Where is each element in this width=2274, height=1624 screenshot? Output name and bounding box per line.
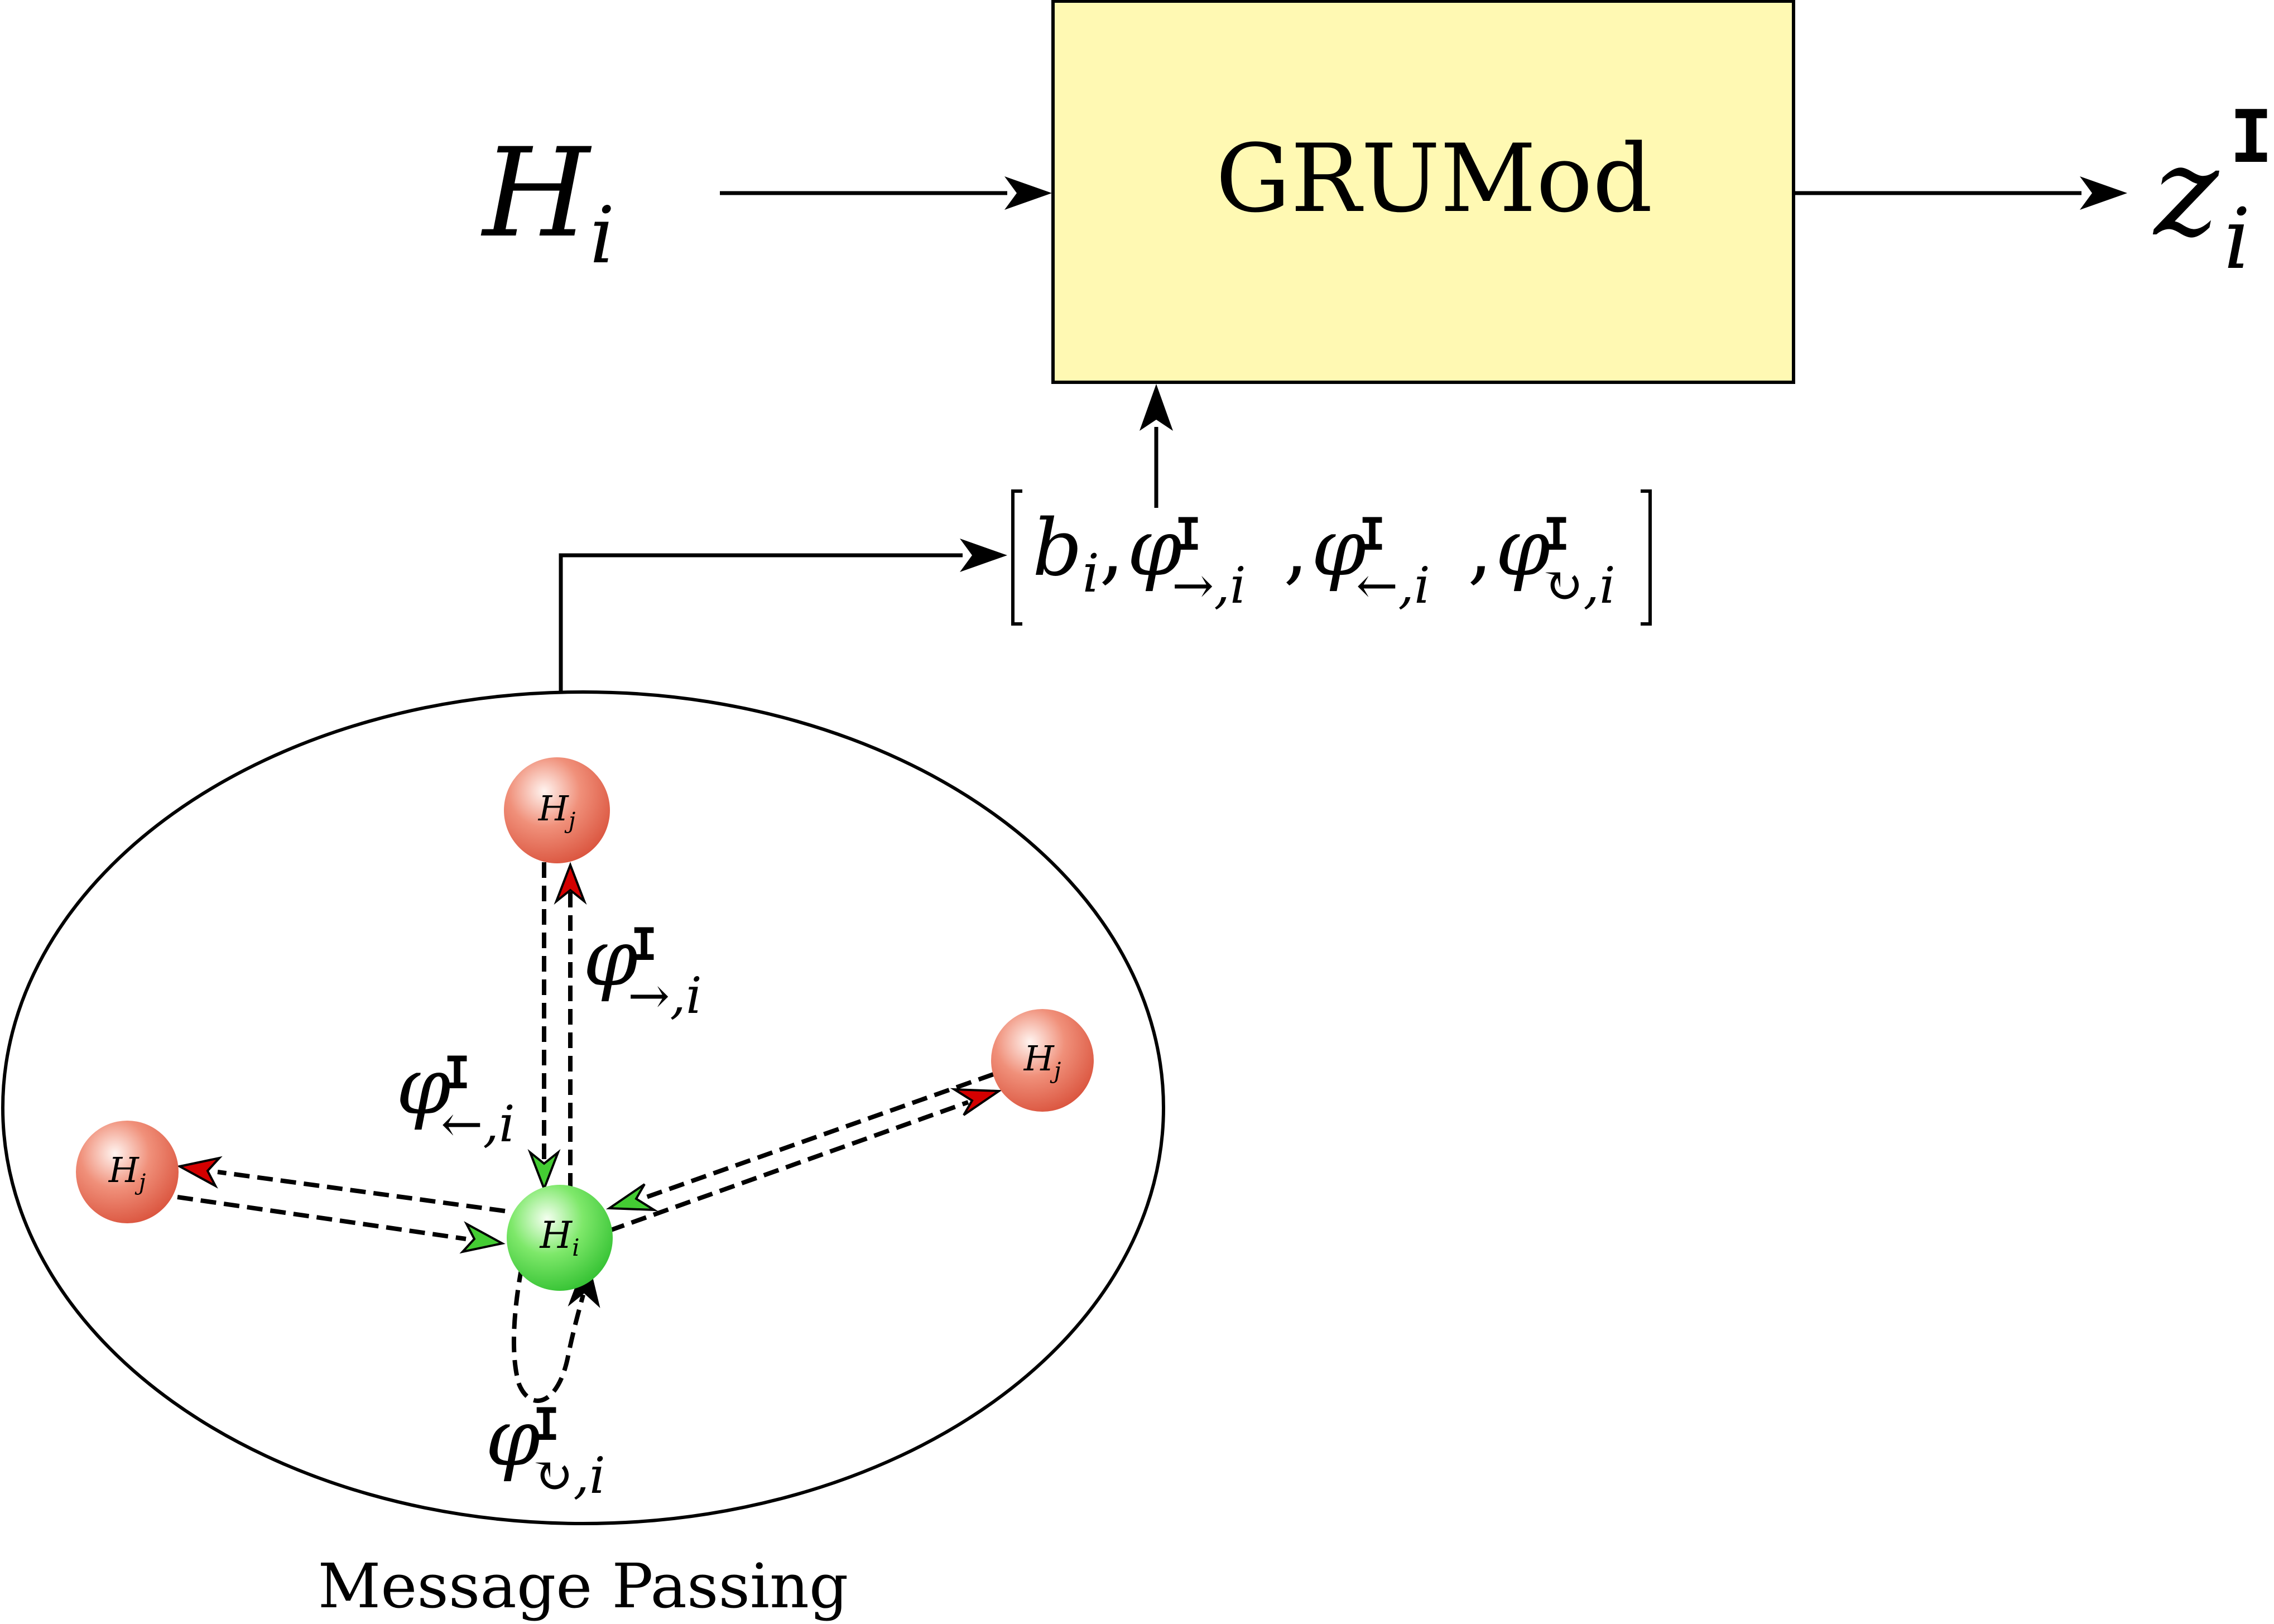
feature-term-phi-out: φ (1127, 503, 1182, 594)
svg-text:Hj: Hj (538, 788, 575, 834)
output-superscript: I (2229, 94, 2273, 179)
arrowhead-top-incoming (527, 1149, 561, 1192)
feature-term-phi-in: φ (1311, 503, 1366, 594)
feature-term-phi-in-sup: I (1359, 508, 1386, 560)
message-passing-region (1, 690, 1165, 1525)
input-symbol: Hi (480, 122, 615, 281)
label-self-message: φ I ↻,i (485, 1393, 605, 1505)
svg-text:↻,i: ↻,i (531, 1447, 605, 1505)
arrowhead-top-outgoing (554, 862, 587, 905)
svg-text:φ: φ (583, 913, 638, 1004)
label-incoming-message: φ I ←,i (396, 1041, 515, 1154)
feature-term-phi-out-sub: →,i (1172, 556, 1246, 615)
edge-right-incoming (641, 1072, 994, 1201)
feature-term-phi-self-sub: ↻,i (1541, 556, 1616, 615)
grumod-label: GRUMod (1216, 124, 1653, 233)
feature-term-phi-self: φ (1496, 503, 1550, 594)
feature-term-phi-in-sub: ←,i (1356, 556, 1430, 615)
svg-text:←,i: ←,i (441, 1095, 515, 1154)
feature-bracket-open (1011, 489, 1022, 626)
svg-text:I: I (533, 1399, 560, 1450)
output-symbol: z (2152, 121, 2219, 263)
svg-text:I: I (631, 919, 657, 970)
edge-self-loop (511, 1266, 585, 1403)
input-arrow (720, 176, 1052, 210)
output-arrow (1794, 176, 2127, 210)
center-node: Hi (507, 1185, 613, 1291)
feature-sep-2: , (1468, 503, 1493, 594)
feature-sep-1: , (1283, 503, 1309, 594)
neighbor-node-top: Hj (504, 757, 610, 863)
arrowhead-right-incoming (605, 1183, 658, 1212)
grumod-block (1051, 0, 1795, 384)
neighbor-node-right: Hj (991, 1009, 1094, 1112)
message-passing-caption: Message Passing (318, 1550, 849, 1622)
feature-bracket-close (1641, 489, 1652, 626)
svg-text:Hj: Hj (108, 1150, 146, 1195)
svg-text:I: I (444, 1047, 470, 1099)
feature-term-phi-out-sup: I (1175, 508, 1201, 560)
message-to-feature-arrow (559, 539, 1007, 692)
neighbor-node-left: Hj (76, 1121, 179, 1223)
edge-left-outgoing (217, 1170, 506, 1213)
edge-right-outgoing (608, 1100, 969, 1233)
arrowhead-right-outgoing (950, 1088, 1003, 1116)
label-outgoing-message: φ I →,i (583, 913, 702, 1025)
arrowhead-left-incoming (459, 1221, 506, 1254)
svg-text:φ: φ (485, 1393, 540, 1484)
feature-to-block-arrow (1140, 384, 1173, 508)
svg-text:φ: φ (396, 1041, 451, 1132)
feature-term-phi-self-sup: I (1543, 508, 1570, 560)
feature-vector: bi, φ I →,i , φ I ←,i , φ I ↻,i (1011, 489, 1652, 626)
svg-text:Hj: Hj (1023, 1038, 1061, 1084)
edge-left-incoming (177, 1195, 467, 1241)
message-edges (177, 862, 994, 1403)
svg-text:Hi: Hi (540, 1214, 580, 1261)
arrowhead-left-outgoing (176, 1156, 223, 1189)
svg-text:→,i: →,i (628, 967, 702, 1025)
feature-term-b: bi, (1032, 503, 1124, 604)
output-subscript: i (2224, 191, 2251, 288)
arrow-heads (176, 862, 1003, 1308)
